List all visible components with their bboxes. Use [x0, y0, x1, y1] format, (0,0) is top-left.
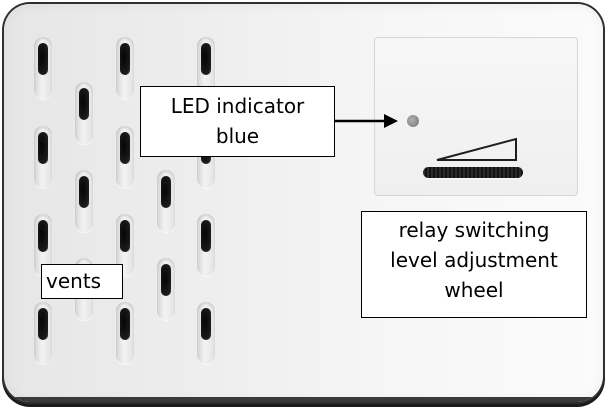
- vent-slot: [79, 176, 89, 208]
- vent-slot: [38, 43, 48, 75]
- vent: [34, 37, 52, 99]
- vent: [34, 302, 52, 364]
- vent-slot: [38, 132, 48, 164]
- vents-label: vents: [41, 264, 123, 299]
- adjustment-wheel[interactable]: [423, 167, 523, 178]
- vent: [34, 214, 52, 276]
- level-ramp-icon: [436, 137, 517, 161]
- vent: [34, 126, 52, 188]
- vent: [116, 302, 134, 364]
- relay-label-line: wheel: [444, 278, 504, 302]
- vent-slot: [120, 43, 130, 75]
- vent-slot: [201, 308, 211, 340]
- vent: [157, 258, 175, 320]
- vent: [75, 82, 93, 144]
- vent: [75, 170, 93, 232]
- vent-slot: [120, 220, 130, 252]
- vent: [157, 170, 175, 232]
- vent: [116, 214, 134, 276]
- vent: [197, 214, 215, 276]
- led-label-line: LED indicator: [170, 94, 305, 118]
- vent-slot: [201, 43, 211, 75]
- vent-slot: [120, 132, 130, 164]
- vent-slot: [38, 220, 48, 252]
- vent-slot: [161, 176, 171, 208]
- vent-slot: [201, 220, 211, 252]
- led-label-line: blue: [215, 124, 260, 148]
- led-indicator: [407, 115, 419, 127]
- vent-slot: [161, 264, 171, 296]
- device-bottom-edge: [10, 397, 597, 402]
- vent: [197, 37, 215, 99]
- vent: [116, 37, 134, 99]
- vent-slot: [79, 88, 89, 120]
- relay-label-line: relay switching: [398, 218, 550, 242]
- vent: [116, 126, 134, 188]
- relay-label-line: level adjustment: [390, 248, 558, 272]
- relay-wheel-label: relay switching level adjustment wheel: [361, 211, 587, 318]
- led-label: LED indicator blue: [140, 86, 335, 157]
- vent-slot: [120, 308, 130, 340]
- arrow-head: [384, 114, 398, 128]
- vent-slot: [38, 308, 48, 340]
- vent: [197, 302, 215, 364]
